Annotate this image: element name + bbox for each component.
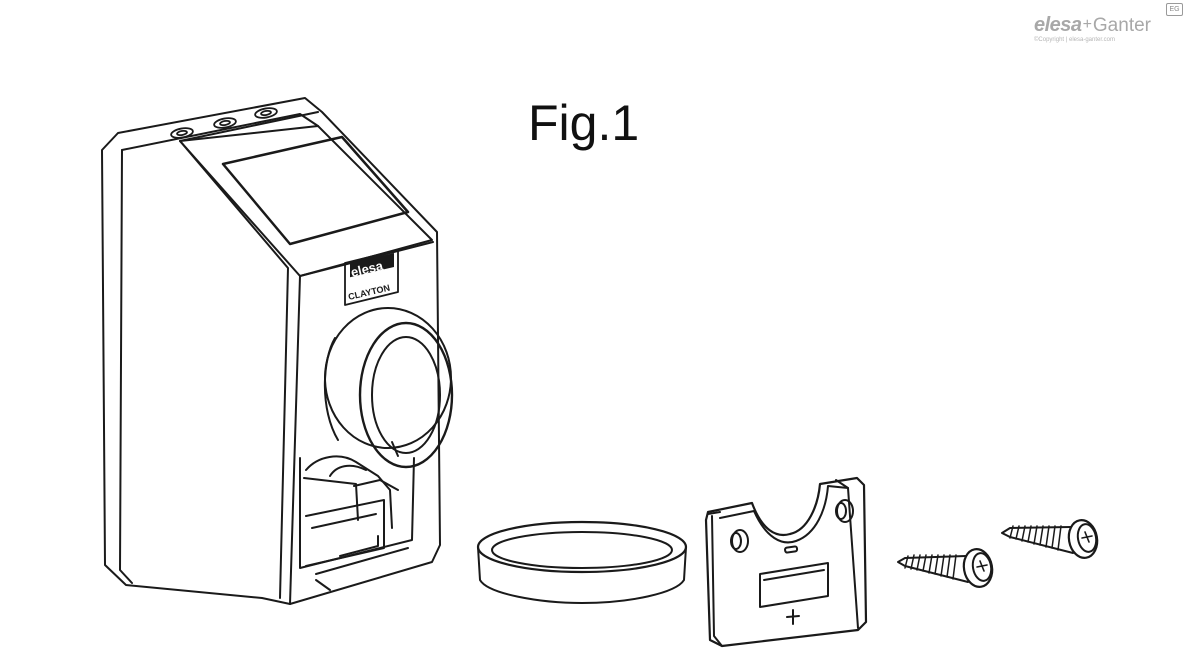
device-housing-outline xyxy=(101,97,441,605)
screw-rear xyxy=(1001,519,1099,559)
device-bottom-cutout xyxy=(299,455,415,591)
brand-badge: EG xyxy=(1166,3,1183,16)
key-button-3 xyxy=(254,107,278,119)
screw-front-shank xyxy=(897,555,969,583)
ring-side xyxy=(477,546,687,604)
screw-rear-shank xyxy=(1001,526,1074,554)
adapter-ring xyxy=(476,520,688,604)
ring-inner-edge xyxy=(491,531,673,569)
key-button-1 xyxy=(170,127,194,139)
screw-front xyxy=(897,548,994,588)
brand-copyright: ©Copyright | elesa-ganter.com xyxy=(1034,37,1116,43)
collar-bore xyxy=(371,336,441,454)
device-display-window xyxy=(221,135,410,246)
bracket-small-slot xyxy=(784,545,799,554)
bracket-thickness-edge xyxy=(707,479,859,647)
ring-top-face xyxy=(476,520,688,574)
bracket-outline xyxy=(704,476,868,648)
mounting-bracket xyxy=(704,476,868,648)
brand-name-part1: elesa xyxy=(1034,14,1082,36)
device-side-edge xyxy=(179,140,289,599)
device-logo-text: elesa xyxy=(349,258,385,280)
device-front-face xyxy=(289,275,301,605)
key-button-2 xyxy=(213,117,237,129)
figure-title: Fig.1 xyxy=(528,95,640,151)
bracket-cross-mark xyxy=(786,609,800,625)
bracket-label-window xyxy=(759,562,829,608)
device-shaft-collar xyxy=(323,307,454,469)
device-top-face-inner xyxy=(179,111,319,142)
brand-name: elesa+Ganter xyxy=(1034,14,1151,37)
screw-front-thread xyxy=(904,554,957,580)
screw-rear-thread xyxy=(1009,525,1062,551)
bracket-top-inner xyxy=(719,485,849,544)
device-logo-badge: elesa CLAYTON xyxy=(344,249,399,306)
device-housing-edge xyxy=(119,149,133,584)
device-keypad xyxy=(170,107,278,139)
brand-name-part2: Ganter xyxy=(1092,15,1151,36)
device-slant-face xyxy=(179,125,433,277)
brand-logo: elesa+Ganter ©Copyright | elesa-ganter.c… xyxy=(1034,10,1184,46)
brand-name-separator: + xyxy=(1082,16,1092,33)
collar-face xyxy=(358,321,454,469)
position-indicator-device: elesa CLAYTON xyxy=(101,97,454,605)
device-front-face-inner xyxy=(299,241,434,277)
